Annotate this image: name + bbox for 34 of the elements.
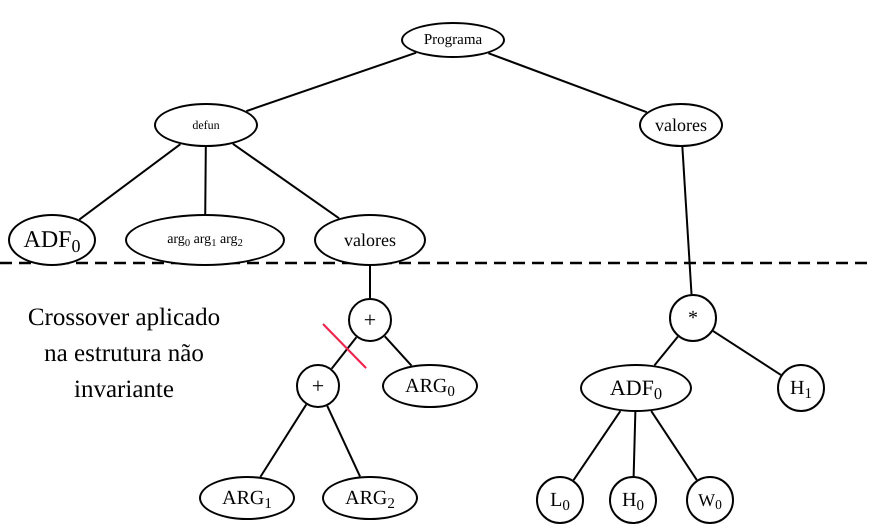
tree-node-ellipse: ARG$_{0}$ <box>382 364 478 408</box>
tree-edge <box>632 412 636 476</box>
tree-node-ellipse: ADF$_{0}$ <box>8 214 96 266</box>
tree-edge <box>369 266 371 298</box>
tree-edge <box>572 410 622 481</box>
annotation-text: Crossover aplicado na estrutura não invariante <box>26 303 222 405</box>
tree-node-ellipse: valores <box>639 103 723 147</box>
tree-edge <box>681 146 692 294</box>
tree-node-circle: H$_{1}$ <box>777 364 825 412</box>
tree-edge <box>260 404 308 478</box>
tree-edge <box>384 336 412 366</box>
tree-node-ellipse: ARG$_{1}$ <box>199 476 295 520</box>
tree-edge <box>204 146 207 214</box>
tree-node-circle: L$_{0}$ <box>536 476 584 524</box>
tree-node-circle: + <box>348 298 392 342</box>
tree-edge <box>232 143 340 220</box>
tree-edge <box>712 330 782 376</box>
tree-edge <box>246 52 416 112</box>
tree-edge <box>326 406 361 477</box>
tree-edge <box>650 410 698 481</box>
tree-node-ellipse: arg$_{0}$ arg$_{1}$ arg$_{2}$ <box>125 214 285 266</box>
tree-node-ellipse: ADF$_{0}$ <box>580 364 692 412</box>
tree-node-circle: W$_{0}$ <box>686 476 734 524</box>
tree-edge <box>488 52 648 114</box>
tree-node-ellipse: defun <box>154 103 258 147</box>
tree-node-ellipse: valores <box>314 214 426 266</box>
tree-edge <box>654 336 679 366</box>
tree-edge <box>330 336 358 370</box>
tree-node-circle: * <box>669 294 717 342</box>
tree-node-circle: H$_{0}$ <box>609 476 657 524</box>
tree-node-ellipse: ARG$_{2}$ <box>322 476 418 520</box>
tree-edge <box>78 143 181 220</box>
tree-node-circle: + <box>296 364 340 408</box>
tree-node-ellipse: Programa <box>401 22 505 58</box>
